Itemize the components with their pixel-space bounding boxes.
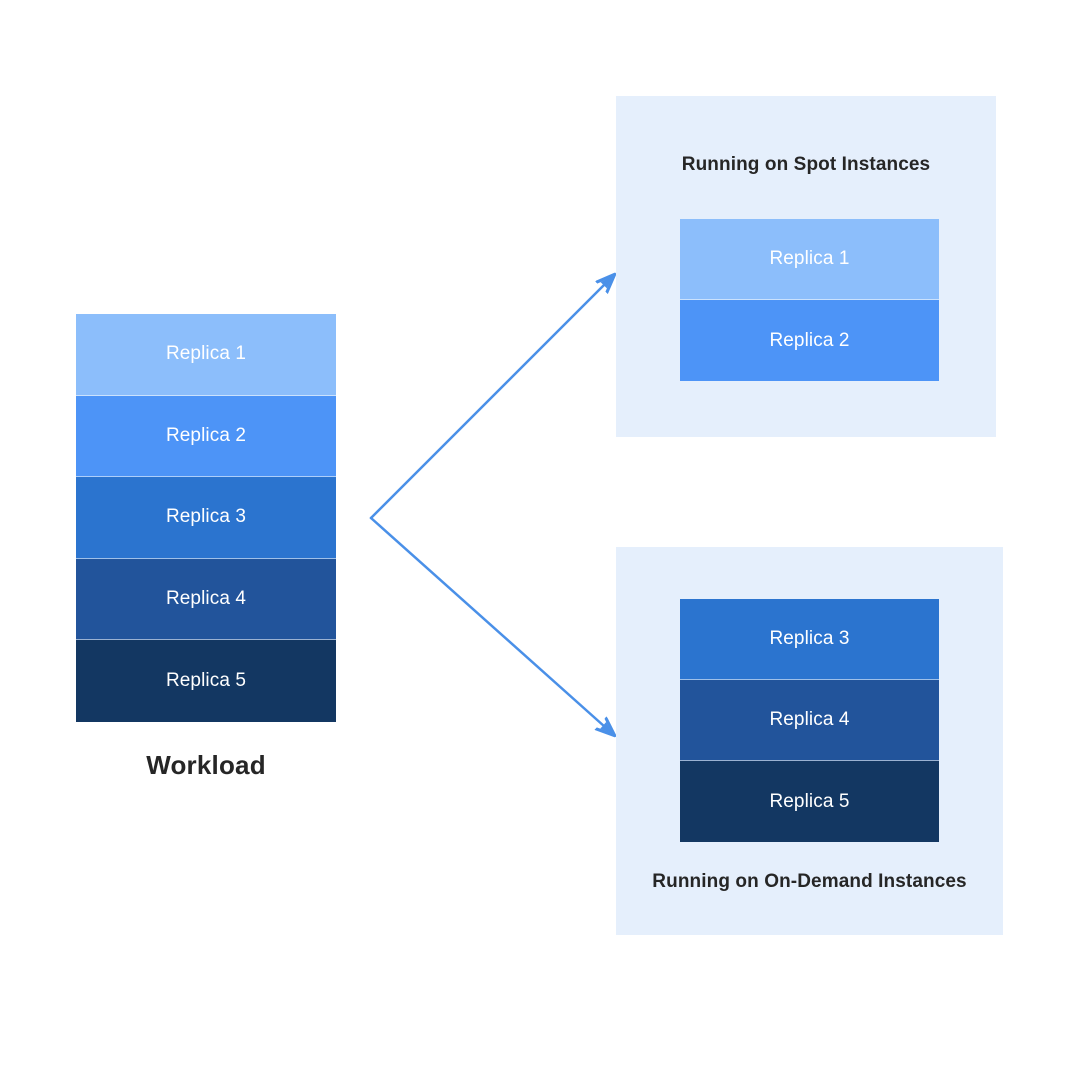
workload-replica-band-3: Replica 3 bbox=[76, 477, 336, 559]
on-demand-replica-band-5: Replica 5 bbox=[680, 761, 939, 842]
on-demand-instances-panel: Replica 3 Replica 4 Replica 5 Running on… bbox=[616, 547, 1003, 935]
workload-label: Workload bbox=[146, 750, 266, 780]
spot-instances-title: Running on Spot Instances bbox=[681, 154, 931, 175]
workload-replica-band-2: Replica 2 bbox=[76, 395, 336, 478]
arrow-to-spot-panel bbox=[369, 275, 614, 520]
workload-replica-stack: Replica 1 Replica 2 Replica 3 Replica 4 … bbox=[76, 314, 336, 722]
workload-group: Replica 1 Replica 2 Replica 3 Replica 4 … bbox=[76, 314, 336, 722]
on-demand-replica-stack: Replica 3 Replica 4 Replica 5 bbox=[680, 599, 939, 842]
on-demand-instances-title: Running on On-Demand Instances bbox=[652, 871, 967, 892]
arrow-to-ondemand-panel bbox=[369, 516, 614, 735]
spot-replica-band-2: Replica 2 bbox=[680, 300, 939, 381]
spot-replica-stack: Replica 1 Replica 2 bbox=[680, 219, 939, 381]
workload-replica-band-1: Replica 1 bbox=[76, 314, 336, 396]
workload-replica-band-5: Replica 5 bbox=[76, 640, 336, 722]
on-demand-replica-band-4: Replica 4 bbox=[680, 680, 939, 761]
spot-replica-band-1: Replica 1 bbox=[680, 219, 939, 300]
on-demand-replica-band-3: Replica 3 bbox=[680, 599, 939, 680]
spot-instances-panel: Running on Spot Instances Replica 1 Repl… bbox=[616, 96, 996, 437]
workload-replica-band-4: Replica 4 bbox=[76, 558, 336, 641]
